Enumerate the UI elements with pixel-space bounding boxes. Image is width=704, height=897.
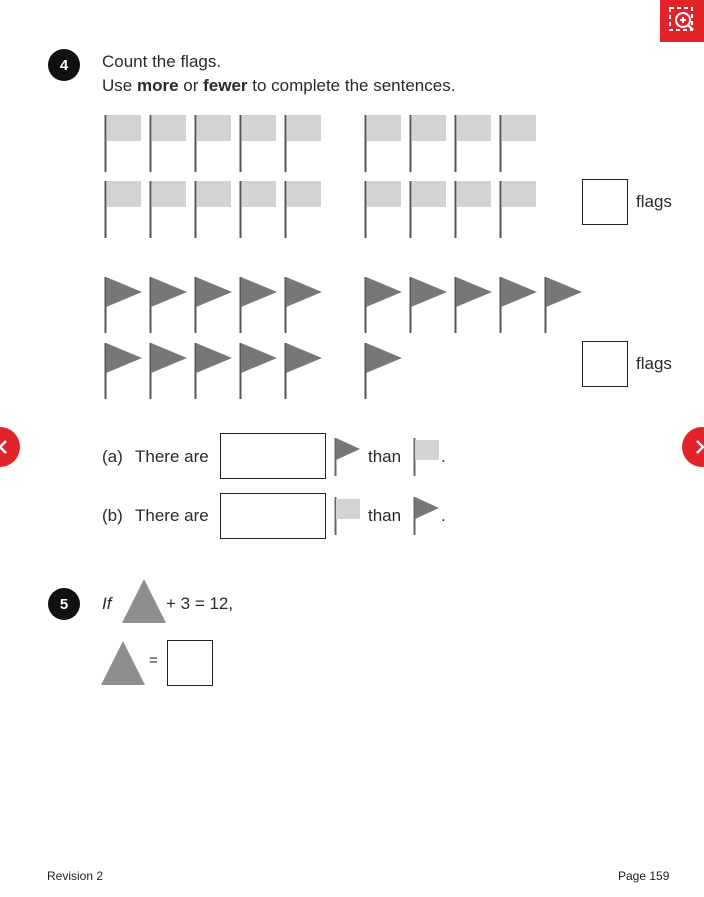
triangle-shape-icon [122, 579, 166, 623]
rectangle-flag [499, 115, 536, 172]
triangle-flag [149, 277, 187, 333]
rectangle-flag [194, 115, 231, 172]
q5-answer-box[interactable] [167, 640, 213, 686]
triangle-flag [104, 277, 142, 333]
rectangle-flag-icon [334, 497, 360, 535]
zoom-button[interactable] [660, 0, 704, 42]
part-b-text: There are [135, 506, 209, 525]
rectangle-flag [364, 181, 401, 238]
triangle-flag-icon [334, 438, 360, 476]
part-a-than: than [368, 447, 402, 466]
chevron-left-icon [0, 440, 7, 454]
rectangle-flag [409, 115, 446, 172]
part-a-label: (a) [102, 447, 123, 466]
rect-flags-label: flags [636, 192, 672, 211]
rectangle-flag [454, 181, 491, 238]
zoom-in-icon [669, 7, 694, 31]
part-b-than: than [368, 506, 402, 525]
rectangle-flag [149, 115, 186, 172]
q5-equals-sign: = [149, 652, 158, 669]
question-4-number: 4 [48, 49, 80, 81]
q4-instruction-line-2: Use more or fewer to complete the senten… [102, 76, 455, 96]
q5-if-text: If [102, 594, 112, 613]
previous-page-button[interactable] [0, 427, 20, 467]
word-more: more [136, 76, 179, 95]
triangle-flag [194, 343, 232, 399]
next-page-button[interactable] [682, 427, 704, 467]
rectangle-flag [239, 181, 276, 238]
part-a-text: There are [135, 447, 209, 466]
word-fewer: fewer [203, 76, 248, 95]
triangle-flag [239, 343, 277, 399]
part-b-period: . [441, 506, 446, 525]
rectangle-flag [239, 115, 276, 172]
chevron-right-icon [696, 440, 704, 454]
footer-page-number: Page 159 [618, 869, 670, 883]
rectangle-flag [104, 181, 141, 238]
triangle-shape-icon [101, 641, 145, 685]
question-5-number: 5 [48, 588, 80, 620]
part-b-label: (b) [102, 506, 123, 525]
footer-section-label: Revision 2 [47, 869, 104, 883]
rectangle-flag [284, 115, 321, 172]
triangle-flag [149, 343, 187, 399]
rectangle-flag [454, 115, 491, 172]
rectangle-flag [364, 115, 401, 172]
rectangle-flag [149, 181, 186, 238]
triangle-flag [499, 277, 537, 333]
triangle-flag [364, 343, 402, 399]
triangle-flags-count-box[interactable] [582, 341, 628, 387]
q4-instruction-or: or [178, 76, 204, 95]
part-a-answer-box[interactable] [220, 433, 326, 479]
triangle-flag [454, 277, 492, 333]
q5-equation-text: + 3 = 12, [166, 594, 234, 613]
part-b-answer-box[interactable] [220, 493, 326, 539]
q4-instruction-post: to complete the sentences. [247, 76, 456, 95]
triangle-flags-label: flags [636, 354, 672, 373]
rectangle-flag [284, 181, 321, 238]
part-a-period: . [441, 447, 446, 466]
triangle-flag [239, 277, 277, 333]
rectangle-flag [409, 181, 446, 238]
triangle-flag [544, 277, 582, 333]
triangle-flag [104, 343, 142, 399]
triangle-flag [409, 277, 447, 333]
rectangle-flag [194, 181, 231, 238]
rectangle-flag-icon [413, 438, 439, 476]
rect-flags-count-box[interactable] [582, 179, 628, 225]
triangle-flag [284, 343, 322, 399]
rectangle-flag [499, 181, 536, 238]
triangle-flag [284, 277, 322, 333]
triangle-flag [364, 277, 402, 333]
rectangle-flag [104, 115, 141, 172]
triangle-flag-icon [413, 497, 439, 535]
q4-instruction-pre: Use [102, 76, 137, 95]
q4-instruction-line-1: Count the flags. [102, 52, 222, 71]
triangle-flag [194, 277, 232, 333]
